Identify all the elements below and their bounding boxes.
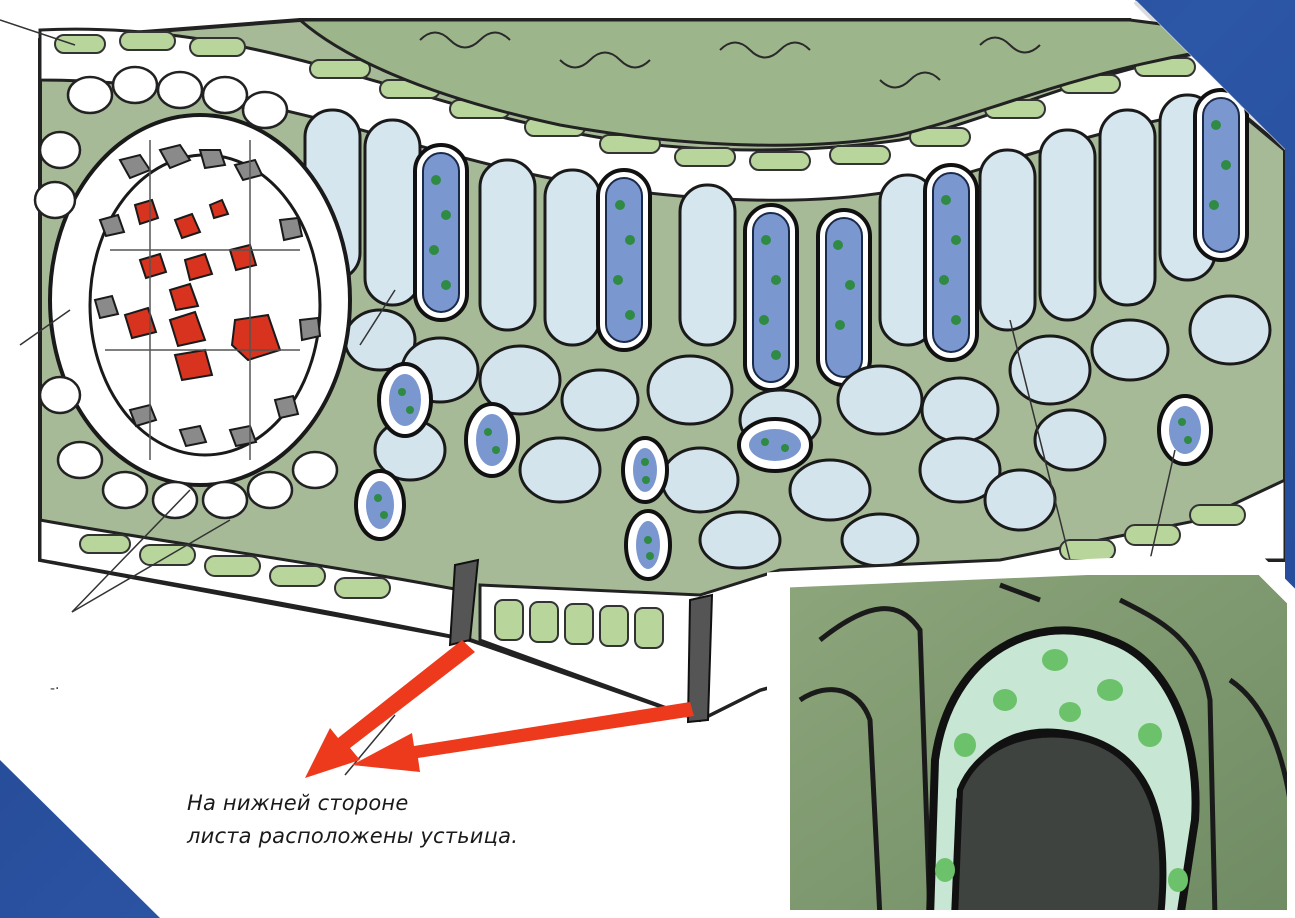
vascular-bundle (50, 115, 350, 485)
stray-mark: -· (50, 681, 60, 697)
stoma-inset (775, 560, 1295, 918)
caption-line-1: На нижней стороне (187, 787, 518, 820)
caption-line-2: листа расположены устьица. (187, 820, 518, 853)
caption: На нижней стороне листа расположены усть… (187, 787, 518, 853)
